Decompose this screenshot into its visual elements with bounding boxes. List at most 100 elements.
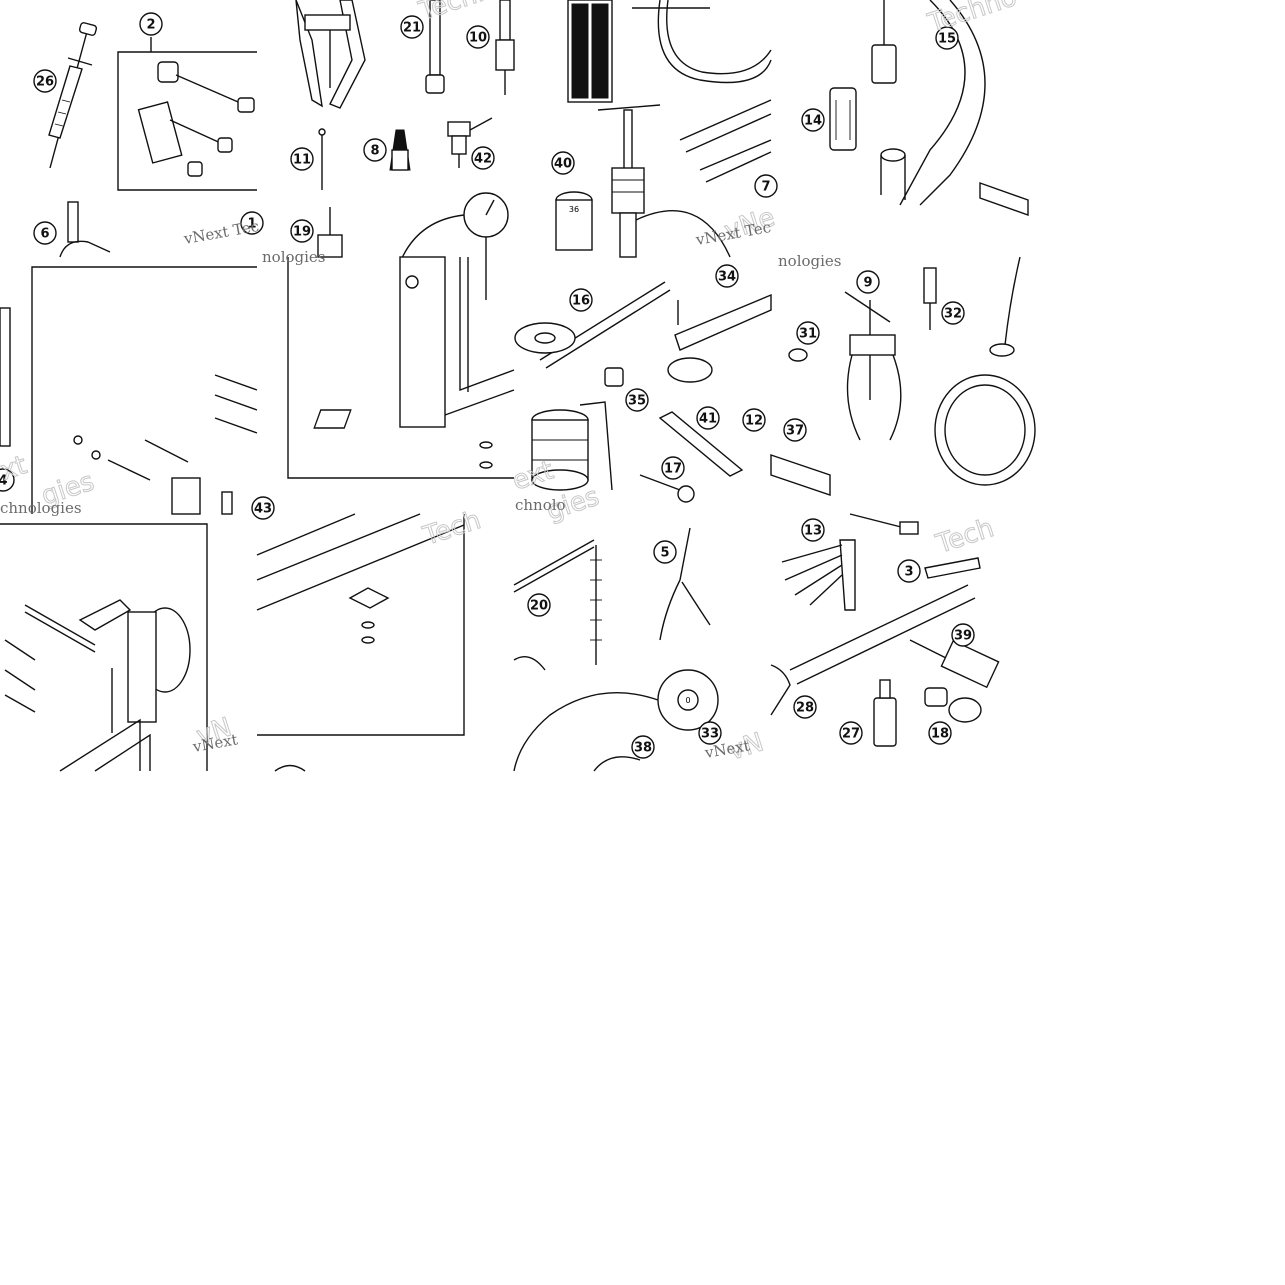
- screw-17: [639, 474, 695, 503]
- callout-number: 28: [796, 701, 814, 716]
- degree-wheel-33: 0: [513, 669, 719, 772]
- callout-number: 41: [699, 412, 717, 427]
- watermark-text: nologies: [262, 248, 326, 266]
- callout-9: 9: [856, 270, 880, 294]
- socket-36-label: 36: [569, 205, 579, 214]
- callout-circle: [715, 264, 739, 288]
- callout-circle: [742, 408, 766, 432]
- callout-20: 20: [527, 593, 551, 617]
- callout-40: 40: [551, 151, 575, 175]
- pliers-5: [659, 527, 711, 641]
- cap-31: [788, 348, 808, 362]
- callout-circle: [839, 721, 863, 745]
- callout-number: 40: [554, 157, 572, 172]
- bracket-box: [117, 37, 257, 191]
- degree-wheel-label: 0: [685, 696, 690, 705]
- callout-circle: [951, 623, 975, 647]
- callout-41: 41: [696, 406, 720, 430]
- watermark-text: vNext Tec: [182, 217, 261, 248]
- long-bar-28: [770, 584, 976, 716]
- watermark-text: chnologies: [0, 499, 82, 517]
- callout-14: 14: [801, 108, 825, 132]
- callout-circle: [0, 468, 15, 492]
- stacked-rings: [531, 401, 613, 491]
- callout-number: 8: [370, 144, 379, 159]
- callout-19: 19: [290, 219, 314, 243]
- callout-number: 5: [660, 546, 669, 561]
- callout-number: 15: [938, 32, 956, 47]
- callout-43: 43: [251, 496, 275, 520]
- pin-11: [318, 128, 326, 190]
- gear-puller-9: [844, 291, 902, 441]
- hose-loop: [632, 0, 772, 84]
- callout-1: 1: [240, 211, 264, 235]
- callout-circle: [363, 138, 387, 162]
- valve-42: [447, 117, 493, 168]
- flat-bar-top: [979, 182, 1029, 216]
- callout-circle: [801, 518, 825, 542]
- callout-number: 6: [40, 227, 49, 242]
- callout-32: 32: [941, 301, 965, 325]
- callout-circle: [941, 301, 965, 325]
- callout-circle: [400, 15, 424, 39]
- pin-32: [923, 267, 937, 330]
- watermark-text: chnolo: [515, 496, 566, 514]
- callout-circle: [471, 146, 495, 170]
- watermark-large: Tech: [419, 505, 485, 552]
- fixture-frame-left: [0, 266, 258, 515]
- socket-36: 36: [555, 191, 593, 251]
- tool-19: [317, 207, 343, 258]
- callout-number: 31: [799, 327, 817, 342]
- callout-number: 2: [146, 18, 155, 33]
- callout-8: 8: [363, 138, 387, 162]
- bolt-tool-6: [59, 201, 111, 258]
- callout-28: 28: [793, 695, 817, 719]
- callout-circle: [33, 69, 57, 93]
- tool-10: [495, 0, 515, 95]
- callout-4: 4: [0, 468, 15, 492]
- callout-number: 17: [664, 462, 682, 477]
- callout-circle: [801, 108, 825, 132]
- callout-number: 27: [842, 727, 860, 742]
- callout-number: 42: [474, 152, 492, 167]
- watermark-large: xt: [0, 450, 31, 486]
- angle-fixture: [313, 256, 515, 469]
- callout-6: 6: [33, 221, 57, 245]
- callout-26: 26: [33, 69, 57, 93]
- callout-circle: [631, 735, 655, 759]
- callout-3: 3: [897, 559, 921, 583]
- callout-circle: [466, 25, 490, 49]
- callout-17: 17: [661, 456, 685, 480]
- callout-number: 1: [247, 217, 256, 232]
- callout-31: 31: [796, 321, 820, 345]
- bottle-27: [873, 679, 897, 747]
- c-frame-15: [880, 0, 986, 206]
- callout-number: 37: [786, 424, 804, 439]
- watermark-large: Techno: [415, 0, 511, 27]
- callout-number: 34: [718, 270, 736, 285]
- callout-circle: [653, 540, 677, 564]
- callout-circle: [661, 456, 685, 480]
- callout-circle: [625, 388, 649, 412]
- pin-top-right: [849, 513, 919, 535]
- callout-number: 12: [745, 414, 763, 429]
- callout-42: 42: [471, 146, 495, 170]
- callout-number: 20: [530, 599, 548, 614]
- chain-tool-20: [513, 539, 602, 671]
- handle-15: [871, 0, 897, 84]
- callout-10: 10: [466, 25, 490, 49]
- callout-15: 15: [935, 26, 959, 50]
- callout-number: 14: [804, 114, 822, 129]
- callout-circle: [897, 559, 921, 583]
- callout-number: 7: [761, 180, 770, 195]
- callout-circle: [569, 288, 593, 312]
- long-rod-16: [514, 281, 671, 369]
- callout-circle: [33, 221, 57, 245]
- callout-number: 18: [931, 727, 949, 742]
- callout-number: 26: [36, 75, 54, 90]
- callout-circle: [290, 147, 314, 171]
- label-card: [567, 0, 613, 103]
- callout-number: 43: [254, 502, 272, 517]
- callout-circle: [290, 219, 314, 243]
